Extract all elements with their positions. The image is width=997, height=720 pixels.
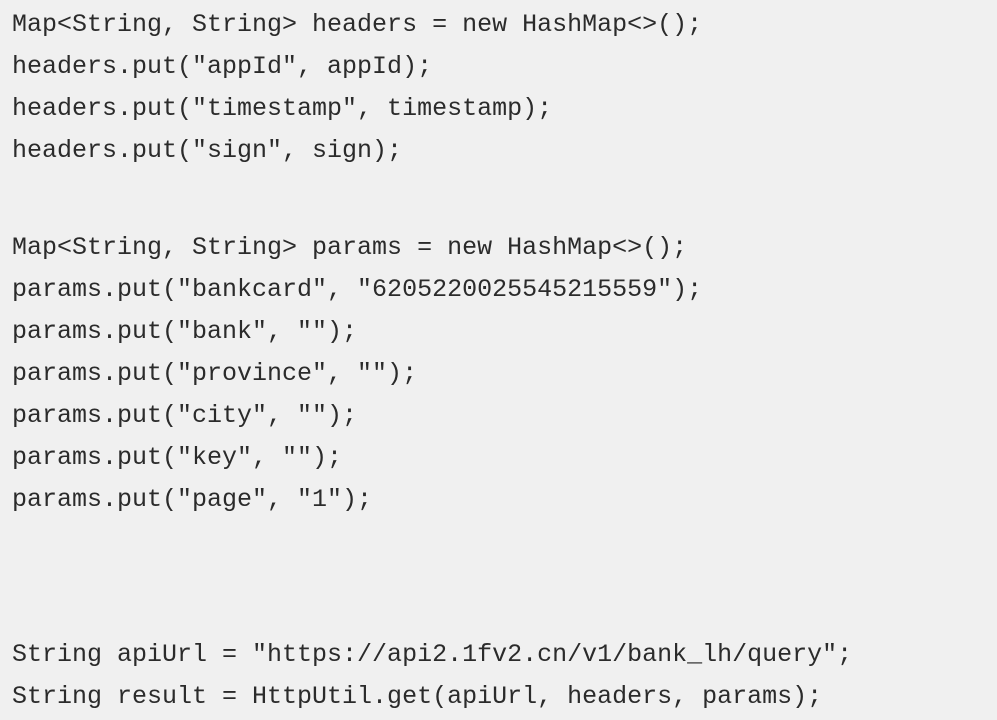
code-line: String result = HttpUtil.get(apiUrl, hea…	[12, 682, 823, 711]
code-line: params.put("bankcard", "6205220025545215…	[12, 275, 703, 304]
code-line: Map<String, String> params = new HashMap…	[12, 233, 688, 262]
blank-line	[12, 172, 997, 227]
code-line: headers.put("appId", appId);	[12, 52, 433, 81]
code-line: params.put("city", "");	[12, 401, 358, 430]
code-line: Map<String, String> headers = new HashMa…	[12, 10, 703, 39]
code-line: headers.put("sign", sign);	[12, 136, 403, 165]
code-line: params.put("page", "1");	[12, 485, 373, 514]
code-line: headers.put("timestamp", timestamp);	[12, 94, 553, 123]
code-line: String apiUrl = "https://api2.1fv2.cn/v1…	[12, 640, 853, 669]
code-line: params.put("key", "");	[12, 443, 343, 472]
code-line: params.put("bank", "");	[12, 317, 358, 346]
code-line: params.put("province", "");	[12, 359, 418, 388]
blank-line	[12, 521, 997, 634]
